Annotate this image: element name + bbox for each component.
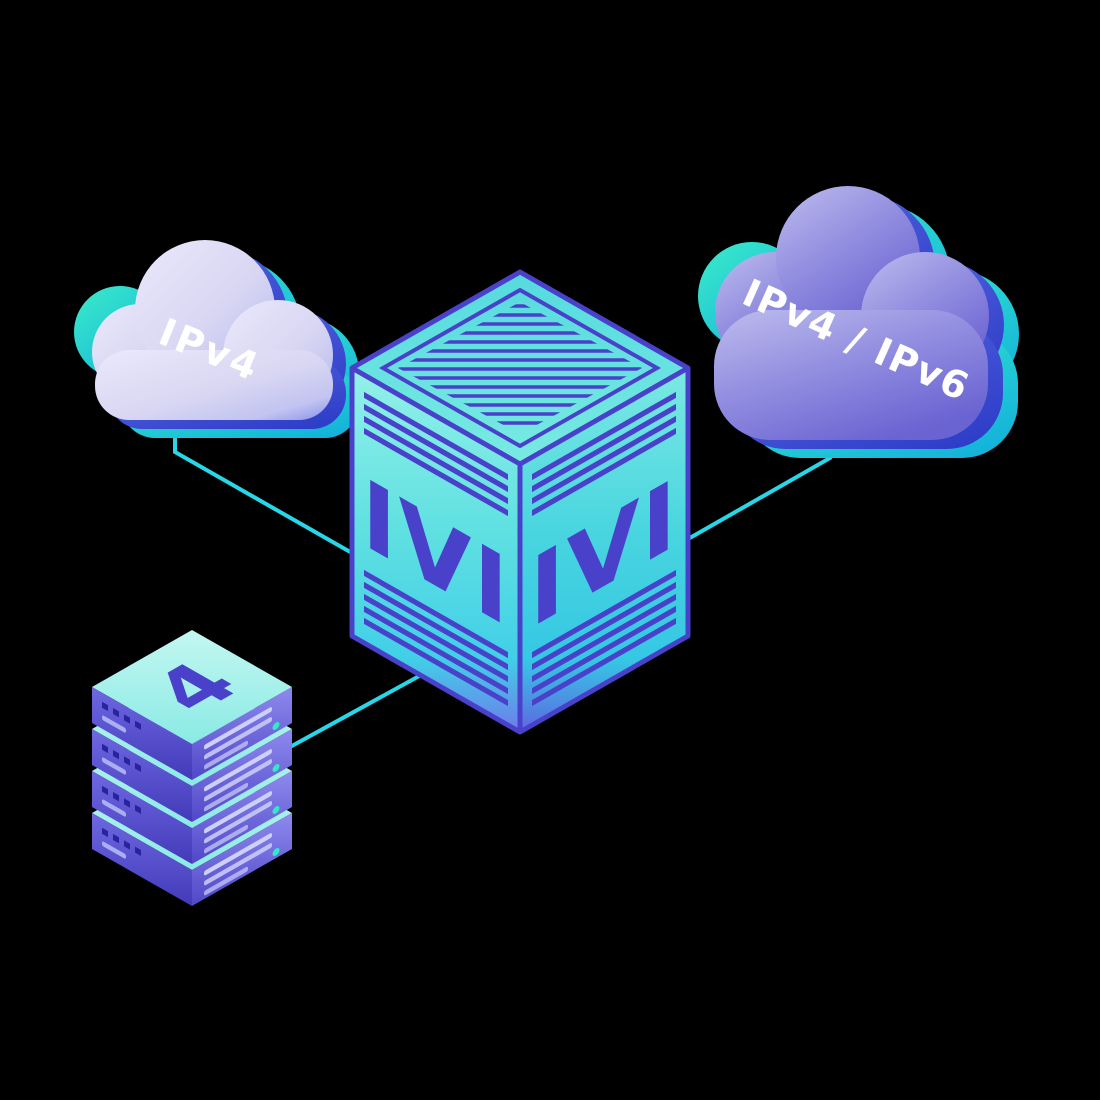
ipv4-ipv6-cloud: IPv4 / IPv6 <box>698 186 1019 458</box>
cube-right-top-stripes <box>532 391 676 517</box>
server-unit-4-slots <box>204 833 280 896</box>
server-unit-1-vents <box>102 701 141 733</box>
cube-top-inner-frame <box>378 287 662 449</box>
server-unit-1 <box>92 630 292 780</box>
server-unit-3-vents <box>102 785 141 817</box>
server-unit-3-slots <box>204 791 280 854</box>
ivi-translator-cube: IVI IVI <box>349 269 691 735</box>
cube-left-bottom-stripes <box>364 569 508 707</box>
cube-inner-edges <box>350 365 690 732</box>
cube-right-bottom-stripes <box>532 569 676 707</box>
server-unit-1-slots <box>204 707 280 770</box>
cube-outline <box>349 269 691 735</box>
cube-left-top-stripes <box>364 391 508 517</box>
server-unit-2-vents <box>102 743 141 775</box>
server-unit-2-slots <box>204 749 280 812</box>
connector-server-stack <box>289 673 422 749</box>
server-unit-4-vents <box>102 827 141 859</box>
ipv4-cloud: IPv4 <box>74 240 359 438</box>
server-stack: 4 <box>92 630 292 906</box>
